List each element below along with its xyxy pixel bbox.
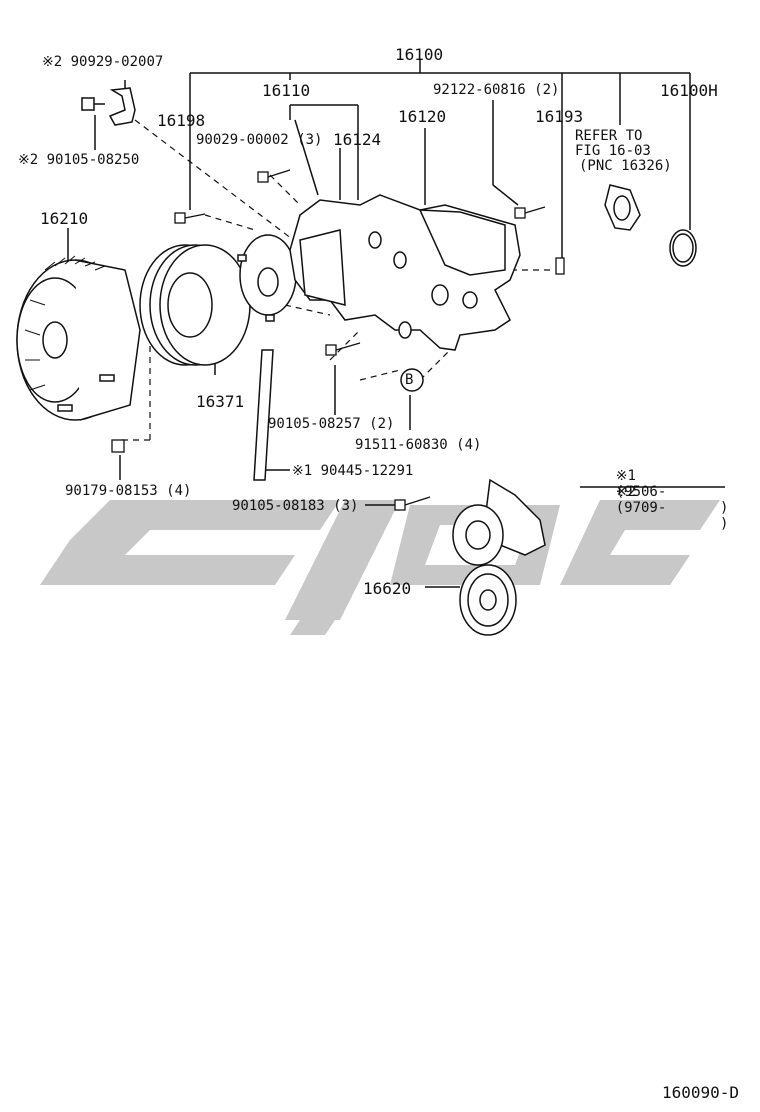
gasket-16326	[604, 184, 641, 231]
label-16210: 16210	[40, 209, 89, 228]
legend-mark: ※2	[615, 484, 636, 500]
bolt-90105-08250	[81, 97, 105, 111]
bracket-90929	[108, 87, 136, 126]
pulley-16371	[139, 244, 251, 366]
label-90179-08153: 90179-08153 (4)	[65, 483, 192, 499]
label-16100: 16100	[395, 45, 444, 64]
refer-line-3: (PNC 16326)	[579, 158, 672, 174]
legend-item-1: ※1 (9506- )	[582, 452, 729, 532]
label-16120: 16120	[398, 107, 447, 126]
circle-b-label: B	[405, 372, 414, 388]
label-16193: 16193	[535, 107, 584, 126]
legend-mark: ※1	[615, 468, 636, 484]
legend-range: (9709-	[615, 500, 667, 516]
label-16198: 16198	[157, 111, 206, 130]
label-16110: 16110	[262, 81, 311, 100]
figure-code: 160090-D	[662, 1083, 740, 1102]
refer-line-1: REFER TO	[575, 128, 643, 144]
label-90105-08250: ※2 90105-08250	[18, 152, 140, 168]
label-16371: 16371	[196, 392, 245, 411]
label-16124: 16124	[333, 130, 382, 149]
legend-close: )	[720, 500, 729, 516]
o-ring-16100h	[669, 229, 697, 267]
label-90029-00002: 90029-00002 (3)	[196, 132, 323, 148]
label-92122-60816: 92122-60816 (2)	[433, 82, 560, 98]
hose-90445	[253, 349, 274, 481]
refer-line-2: FIG 16-03	[575, 143, 651, 159]
legend-close: )	[720, 516, 729, 532]
label-91511-60830: 91511-60830 (4)	[355, 437, 482, 453]
label-16100h: 16100H	[660, 81, 718, 100]
fan-clutch-16210	[16, 255, 141, 421]
legend-item-2: ※2 (9709- )	[582, 468, 729, 548]
label-90929-02007: ※2 90929-02007	[42, 54, 164, 70]
circle-b-marker	[400, 368, 424, 392]
label-90445-12291: ※1 90445-12291	[292, 463, 414, 479]
label-16620: 16620	[363, 579, 412, 598]
label-90105-08183: 90105-08183 (3)	[232, 498, 359, 514]
tensioner-16620	[452, 478, 546, 636]
label-90105-08257: 90105-08257 (2)	[268, 416, 395, 432]
bolts	[111, 169, 565, 511]
water-pump-16100	[289, 194, 521, 351]
legend-range: (9506-	[615, 484, 667, 500]
